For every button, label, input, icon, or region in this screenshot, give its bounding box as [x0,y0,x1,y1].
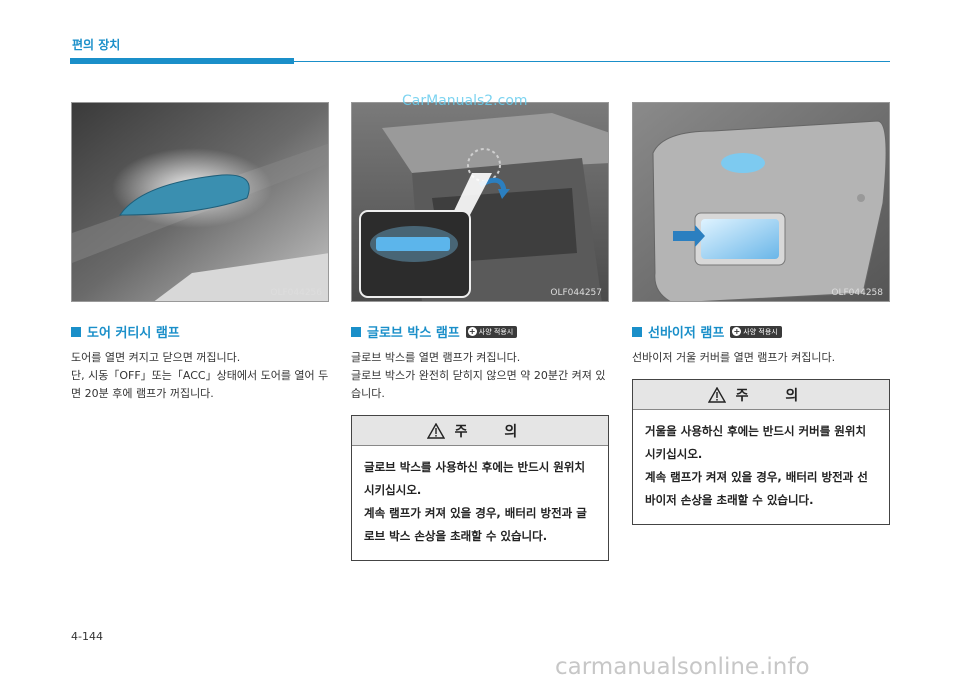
section-title-text: 도어 커티시 램프 [87,326,180,341]
section-body: 선바이저 거울 커버를 열면 램프가 켜집니다. [632,349,890,367]
photo-code: OLF044257 [550,288,602,298]
section-body: 도어를 열면 켜지고 닫으면 꺼집니다. 단, 시동「OFF」또는「ACC」상태… [71,349,329,403]
paragraph: 단, 시동「OFF」또는「ACC」상태에서 도어를 열어 두면 20분 후에 램… [71,369,329,400]
section-title: 선바이저 램프 +사양 적용시 [632,322,890,341]
caution-body: 거울을 사용하신 후에는 반드시 커버를 원위치 시키십시오. 계속 램프가 켜… [633,410,889,524]
caution-line: 글로브 박스를 사용하신 후에는 반드시 원위치 시키십시오. [364,460,586,497]
paragraph: 글로브 박스가 완전히 닫히지 않으면 약 20분간 켜져 있습니다. [351,369,606,400]
caution-heading-text: 주 의 [454,423,534,440]
caution-heading: 주 의 [352,416,608,446]
option-badge-label: 사양 적용시 [478,327,514,336]
caution-box: 주 의 거울을 사용하신 후에는 반드시 커버를 원위치 시키십시오. 계속 램… [632,379,890,525]
warning-triangle-icon [707,386,726,403]
page-number: 4-144 [71,630,103,643]
top-watermark: CarManuals2.com [402,93,528,109]
plus-icon: + [467,327,477,336]
warning-triangle-icon [426,422,445,439]
option-badge: +사양 적용시 [465,325,518,338]
caution-body: 글로브 박스를 사용하신 후에는 반드시 원위치 시키십시오. 계속 램프가 켜… [352,446,608,560]
section-header-title: 편의 장치 [72,38,121,52]
option-badge: +사양 적용시 [730,325,782,338]
caution-line: 거울을 사용하신 후에는 반드시 커버를 원위치 시키십시오. [645,424,867,461]
paragraph: 글로브 박스를 열면 램프가 켜집니다. [351,351,521,364]
section-title-text: 선바이저 램프 [648,326,725,341]
square-bullet-icon [71,326,81,337]
caution-line: 계속 램프가 켜져 있을 경우, 배터리 방전과 글로브 박스 손상을 초래할 … [364,506,587,543]
square-bullet-icon [632,326,642,337]
caution-heading-text: 주 의 [735,387,815,404]
option-badge-label: 사양 적용시 [743,327,778,336]
paragraph: 선바이저 거울 커버를 열면 램프가 켜집니다. [632,351,836,364]
plus-icon: + [732,327,742,336]
section-body: 글로브 박스를 열면 램프가 켜집니다. 글로브 박스가 완전히 닫히지 않으면… [351,349,609,403]
section-title: 글로브 박스 램프 +사양 적용시 [351,322,609,341]
footer-watermark[interactable]: carmanualsonline.info [555,654,810,680]
photo-code: OLF044256 [270,288,322,298]
paragraph: 도어를 열면 켜지고 닫으면 꺼집니다. [71,351,241,364]
caution-heading: 주 의 [633,380,889,410]
door-courtesy-lamp-section: OLF044256 도어 커티시 램프 도어를 열면 켜지고 닫으면 꺼집니다.… [71,102,329,403]
door-courtesy-lamp-photo: OLF044256 [71,102,329,302]
sunvisor-lamp-section: OLF044258 선바이저 램프 +사양 적용시 선바이저 거울 커버를 열면… [632,102,890,525]
header-accent-bar [70,58,294,64]
section-title: 도어 커티시 램프 [71,322,329,341]
glove-box-lamp-section: OLF044257 글로브 박스 램프 +사양 적용시 글로브 박스를 열면 램… [351,102,609,561]
square-bullet-icon [351,326,361,337]
section-title-text: 글로브 박스 램프 [367,326,460,341]
caution-line: 계속 램프가 켜져 있을 경우, 배터리 방전과 선바이저 손상을 초래할 수 … [645,470,868,507]
sunvisor-lamp-photo: OLF044258 [632,102,890,302]
photo-code: OLF044258 [831,288,883,298]
header-rule [294,61,890,62]
glove-box-lamp-photo: OLF044257 [351,102,609,302]
caution-box: 주 의 글로브 박스를 사용하신 후에는 반드시 원위치 시키십시오. 계속 램… [351,415,609,561]
